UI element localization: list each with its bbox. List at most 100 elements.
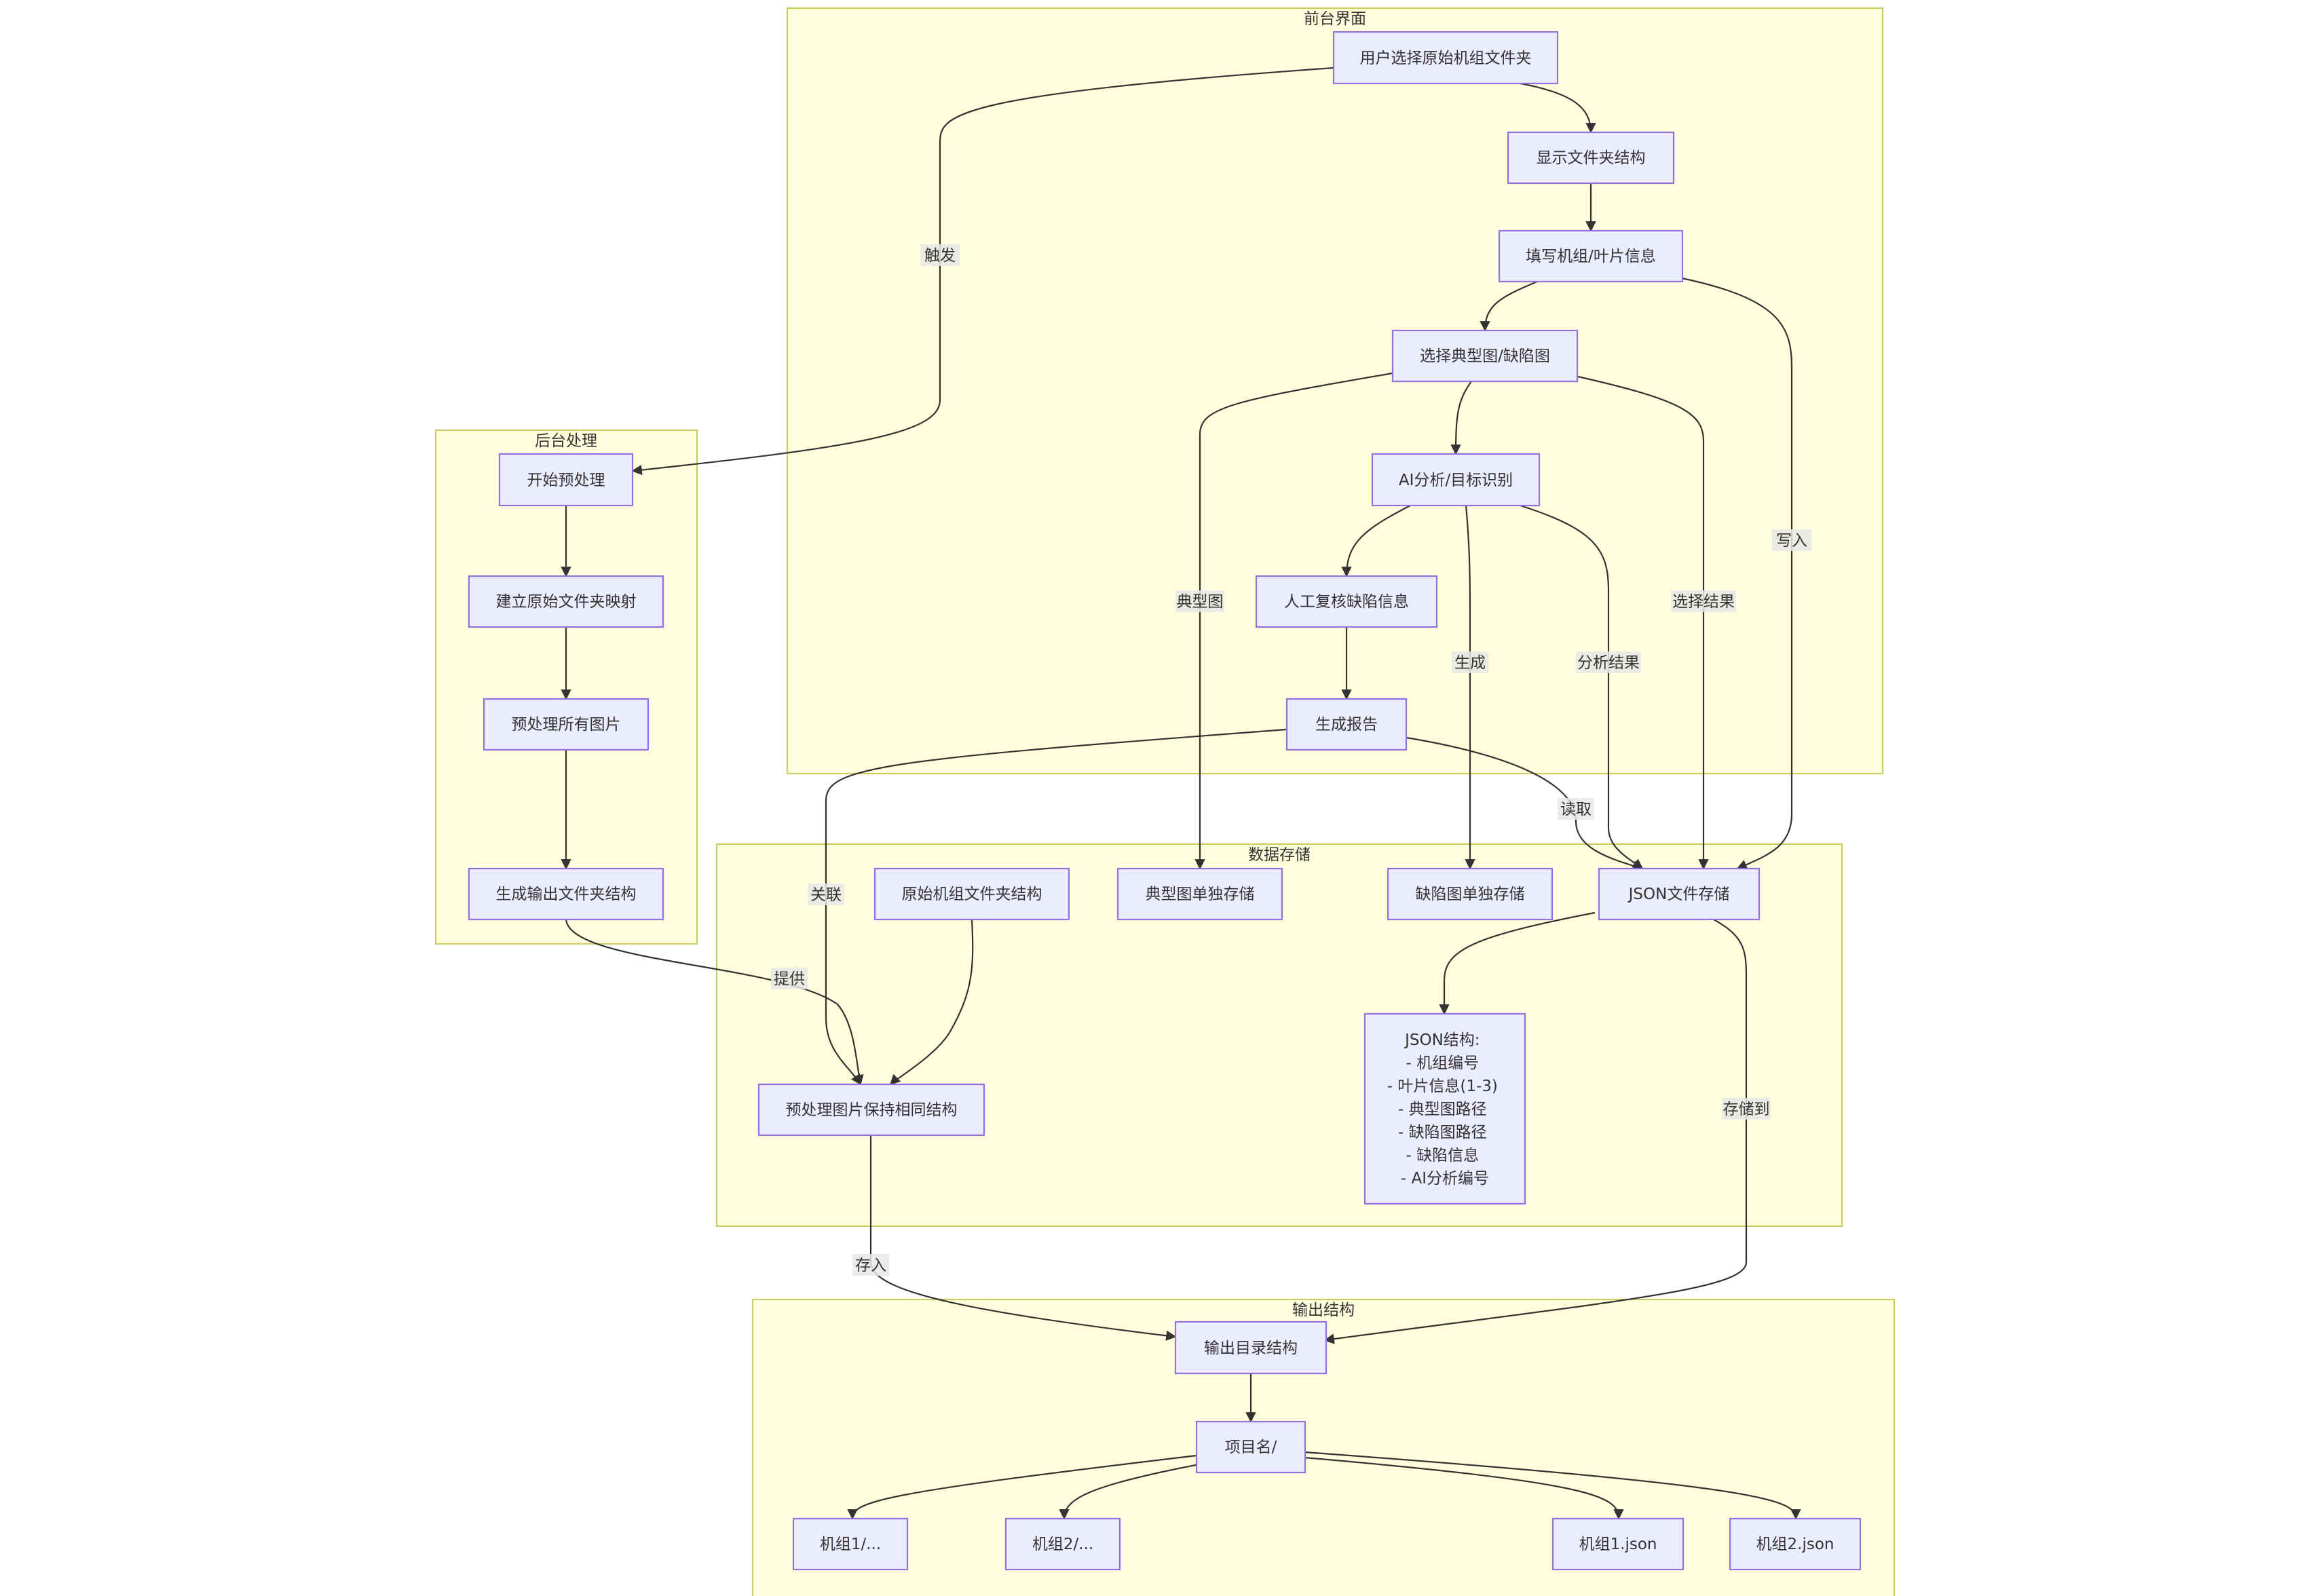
node-original-structure[interactable]: 原始机组文件夹结构 bbox=[873, 867, 1070, 921]
svg-text:显示文件夹结构: 显示文件夹结构 bbox=[1537, 149, 1646, 167]
svg-text:典型图单独存储: 典型图单独存储 bbox=[1146, 886, 1255, 903]
svg-text:AI分析/目标识别: AI分析/目标识别 bbox=[1399, 472, 1513, 489]
svg-text:输出目录结构: 输出目录结构 bbox=[1204, 1340, 1298, 1357]
node-unit1-json[interactable]: 机组1.json bbox=[1551, 1517, 1685, 1571]
node-ai-analysis[interactable]: AI分析/目标识别 bbox=[1371, 453, 1541, 507]
node-json-structure[interactable]: JSON结构: - 机组编号 - 叶片信息(1-3) - 典型图路径 - 缺陷图… bbox=[1363, 1012, 1526, 1205]
svg-text:存入: 存入 bbox=[855, 1257, 886, 1274]
subgraph-storage-title: 数据存储 bbox=[1248, 846, 1311, 864]
edges bbox=[561, 66, 1801, 1520]
edge-project-to-unit1 bbox=[847, 1454, 1197, 1520]
node-unit1-dir[interactable]: 机组1/... bbox=[792, 1517, 909, 1571]
svg-text:典型图: 典型图 bbox=[1177, 593, 1224, 611]
edge-label-store-to: 存储到 bbox=[1722, 1098, 1771, 1120]
edge-json-to-structure bbox=[1439, 911, 1596, 1015]
edge-label-read: 读取 bbox=[1558, 798, 1594, 820]
edge-label-save-in: 存入 bbox=[852, 1254, 889, 1276]
json-structure-line: JSON结构: bbox=[1404, 1031, 1480, 1049]
svg-text:JSON文件存储: JSON文件存储 bbox=[1627, 886, 1730, 903]
node-show-structure[interactable]: 显示文件夹结构 bbox=[1507, 131, 1675, 185]
json-structure-line: - 缺陷信息 bbox=[1406, 1147, 1480, 1164]
edge-project-to-unit1-json bbox=[1304, 1456, 1624, 1520]
edge-label-analysis-result: 分析结果 bbox=[1576, 651, 1641, 673]
svg-text:选择典型图/缺陷图: 选择典型图/缺陷图 bbox=[1420, 347, 1550, 365]
subgraph-frontend: 前台界面 bbox=[786, 7, 1884, 775]
json-structure-line: - 叶片信息(1-3) bbox=[1387, 1078, 1498, 1095]
svg-text:选择结果: 选择结果 bbox=[1672, 593, 1735, 611]
node-gen-output-structure[interactable]: 生成输出文件夹结构 bbox=[468, 867, 664, 921]
svg-text:写入: 写入 bbox=[1776, 532, 1807, 550]
svg-text:分析结果: 分析结果 bbox=[1577, 654, 1640, 672]
node-start-preprocess[interactable]: 开始预处理 bbox=[498, 453, 634, 507]
svg-text:生成: 生成 bbox=[1454, 654, 1486, 672]
svg-text:填写机组/叶片信息: 填写机组/叶片信息 bbox=[1526, 248, 1656, 265]
node-preprocessed-same[interactable]: 预处理图片保持相同结构 bbox=[757, 1083, 985, 1137]
svg-text:缺陷图单独存储: 缺陷图单独存储 bbox=[1416, 886, 1525, 903]
json-structure-line: - AI分析编号 bbox=[1401, 1170, 1489, 1188]
edge-label-provide: 提供 bbox=[771, 968, 808, 989]
edge-label-write: 写入 bbox=[1772, 529, 1811, 551]
edge-fill-to-select-images bbox=[1480, 280, 1538, 332]
svg-text:关联: 关联 bbox=[810, 886, 842, 904]
subgraph-output-title: 输出结构 bbox=[1292, 1302, 1355, 1319]
svg-text:生成报告: 生成报告 bbox=[1315, 716, 1378, 734]
node-gen-report[interactable]: 生成报告 bbox=[1285, 698, 1408, 751]
node-build-mapping[interactable]: 建立原始文件夹映射 bbox=[468, 575, 664, 628]
edge-label-associate: 关联 bbox=[808, 884, 844, 905]
json-structure-line: - 典型图路径 bbox=[1398, 1101, 1487, 1118]
edge-generate bbox=[1465, 505, 1475, 870]
svg-text:项目名/: 项目名/ bbox=[1225, 1439, 1277, 1456]
svg-text:JSON结构: - 机组编号: JSON结构: - 机组编号 - 叶片信息(1-3) - 典型图路径 - 缺陷图… bbox=[1387, 1031, 1503, 1188]
node-unit2-dir[interactable]: 机组2/... bbox=[1004, 1517, 1121, 1571]
edge-ai-to-review bbox=[1341, 505, 1411, 577]
json-structure-line: - 机组编号 bbox=[1406, 1054, 1480, 1072]
edge-store-to bbox=[1323, 919, 1748, 1344]
edge-select-images-to-ai bbox=[1450, 381, 1472, 455]
edge-label-select-result: 选择结果 bbox=[1671, 590, 1736, 612]
json-structure-line: - 缺陷图路径 bbox=[1398, 1124, 1487, 1141]
node-typical-storage[interactable]: 典型图单独存储 bbox=[1116, 867, 1283, 921]
svg-text:机组1/...: 机组1/... bbox=[820, 1536, 881, 1553]
edge-label-typical: 典型图 bbox=[1175, 590, 1224, 612]
subgraph-backend-title: 后台处理 bbox=[535, 432, 597, 450]
subgraph-frontend-title: 前台界面 bbox=[1304, 10, 1366, 28]
edge-project-to-unit2-json bbox=[1304, 1451, 1801, 1520]
svg-text:机组1.json: 机组1.json bbox=[1579, 1536, 1657, 1553]
edge-select-to-show bbox=[1520, 82, 1596, 134]
svg-text:生成输出文件夹结构: 生成输出文件夹结构 bbox=[496, 886, 637, 903]
edge-write bbox=[1681, 277, 1793, 870]
edge-typical bbox=[1194, 372, 1393, 870]
nodes: 用户选择原始机组文件夹 显示文件夹结构 填写机组/叶片信息 选择典型图/缺陷图 … bbox=[468, 31, 1862, 1571]
svg-text:人工复核缺陷信息: 人工复核缺陷信息 bbox=[1284, 593, 1409, 611]
node-select-images[interactable]: 选择典型图/缺陷图 bbox=[1391, 329, 1579, 383]
svg-text:预处理所有图片: 预处理所有图片 bbox=[512, 716, 621, 734]
svg-text:机组2.json: 机组2.json bbox=[1756, 1536, 1834, 1553]
svg-text:触发: 触发 bbox=[924, 247, 956, 265]
node-defect-storage[interactable]: 缺陷图单独存储 bbox=[1387, 867, 1554, 921]
svg-text:原始机组文件夹结构: 原始机组文件夹结构 bbox=[902, 886, 1042, 903]
svg-text:开始预处理: 开始预处理 bbox=[527, 472, 605, 489]
node-manual-review[interactable]: 人工复核缺陷信息 bbox=[1255, 575, 1438, 628]
edge-label-trigger: 触发 bbox=[920, 244, 960, 266]
node-unit2-json[interactable]: 机组2.json bbox=[1729, 1517, 1862, 1571]
svg-text:建立原始文件夹映射: 建立原始文件夹映射 bbox=[496, 593, 637, 611]
node-select-folder[interactable]: 用户选择原始机组文件夹 bbox=[1332, 31, 1559, 85]
svg-text:读取: 读取 bbox=[1560, 801, 1592, 818]
edge-trigger bbox=[631, 66, 1334, 476]
edge-associate bbox=[825, 728, 1287, 1086]
node-preprocess-all[interactable]: 预处理所有图片 bbox=[483, 698, 650, 751]
node-project-name[interactable]: 项目名/ bbox=[1195, 1420, 1306, 1474]
node-fill-info[interactable]: 填写机组/叶片信息 bbox=[1498, 229, 1684, 283]
svg-text:用户选择原始机组文件夹: 用户选择原始机组文件夹 bbox=[1360, 50, 1532, 67]
edge-select-result bbox=[1577, 375, 1709, 870]
svg-text:存储到: 存储到 bbox=[1723, 1101, 1770, 1118]
edge-labels: 触发 写入 典型图 选择结果 生成 分析结果 读取 关联 bbox=[771, 244, 1811, 1276]
edge-original-to-preprocessed bbox=[889, 919, 974, 1086]
svg-text:预处理图片保持相同结构: 预处理图片保持相同结构 bbox=[786, 1101, 958, 1119]
node-json-storage[interactable]: JSON文件存储 bbox=[1598, 867, 1761, 921]
edge-project-to-unit2 bbox=[1059, 1463, 1200, 1520]
node-output-dir[interactable]: 输出目录结构 bbox=[1174, 1320, 1328, 1375]
edge-label-generate: 生成 bbox=[1452, 651, 1488, 673]
svg-text:机组2/...: 机组2/... bbox=[1032, 1536, 1093, 1553]
